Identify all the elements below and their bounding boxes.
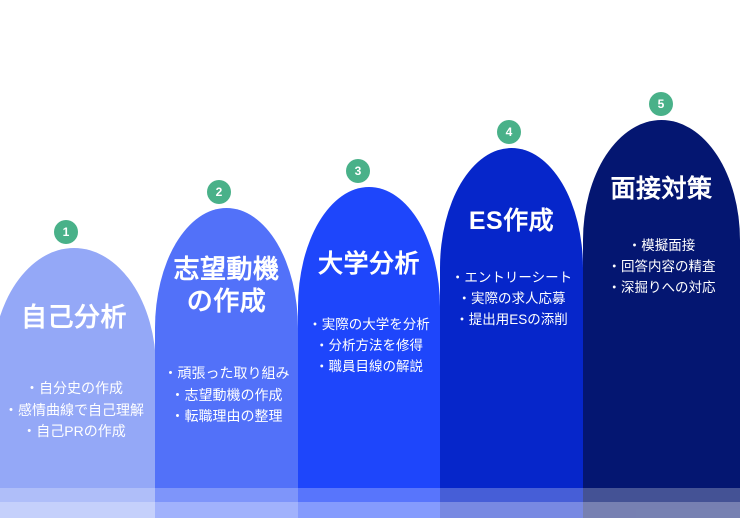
step-list-2: ・頑張った取り組み ・志望動機の作成 ・転職理由の整理 [159,363,294,428]
step-badge-1: 1 [54,220,78,244]
step-list-5: ・模擬面接 ・回答内容の精査 ・深掘りへの対応 [587,236,736,299]
list-item: ・深掘りへの対応 [607,279,716,295]
step-column-1[interactable]: 1 自己分析 ・自分史の作成 ・感情曲線で自己理解 ・自己PRの作成 [0,220,156,518]
step-column-4[interactable]: 4 ES作成 ・エントリーシート ・実際の求人応募 ・提出用ESの添削 [440,120,583,518]
step-list-3: ・実際の大学を分析 ・分析方法を修得 ・職員目線の解説 [302,315,436,378]
step-list-wrap-2: ・頑張った取り組み ・志望動機の作成 ・転職理由の整理 [155,363,298,428]
step-list-4: ・エントリーシート ・実際の求人応募 ・提出用ESの添削 [444,268,579,331]
list-item: ・分析方法を修得 [315,337,423,353]
step-shape-5 [583,120,740,518]
step-shape-1 [0,248,156,518]
step-shape-3 [298,187,440,518]
list-item: ・エントリーシート [450,270,573,285]
step-badge-3: 3 [346,159,370,183]
step-content-4: ES作成 [440,206,583,237]
list-item: ・志望動機の作成 [170,386,283,403]
list-item: ・転職理由の整理 [170,408,283,425]
step-title-4: ES作成 [468,207,555,235]
step-column-3[interactable]: 3 大学分析 ・実際の大学を分析 ・分析方法を修得 ・職員目線の解説 [298,159,440,518]
step-list-wrap-5: ・模擬面接 ・回答内容の精査 ・深掘りへの対応 [583,236,740,299]
step-badge-4: 4 [497,120,521,144]
list-item: ・模擬面接 [627,238,696,253]
step-title-1: 自己分析 [20,302,127,332]
step-list-wrap-4: ・エントリーシート ・実際の求人応募 ・提出用ESの添削 [440,268,583,331]
step-content-3: 大学分析 [298,249,440,280]
step-badge-2: 2 [207,180,231,204]
step-shape-4 [440,148,583,518]
step-shape-2 [155,208,298,518]
list-item: ・実際の大学を分析 [308,317,430,332]
step-column-2[interactable]: 2 志望動機 の作成 ・頑張った取り組み ・志望動機の作成 ・転職理由の整理 [155,180,298,518]
list-item: ・自分史の作成 [25,380,123,396]
list-item: ・感情曲線で自己理解 [4,401,144,418]
step-content-2: 志望動機 の作成 [155,254,298,317]
step-content-1: 自己分析 [0,302,156,334]
step-title-2: 志望動機 の作成 [173,254,280,316]
list-item: ・頑張った取り組み [163,365,290,381]
list-item: ・実際の求人応募 [457,290,566,306]
step-list-1: ・自分史の作成 ・感情曲線で自己理解 ・自己PRの作成 [0,378,152,443]
list-item: ・提出用ESの添削 [455,311,568,327]
step-list-wrap-1: ・自分史の作成 ・感情曲線で自己理解 ・自己PRの作成 [0,378,156,443]
step-title-5: 面接対策 [610,175,713,203]
step-badge-5: 5 [649,92,673,116]
step-title-3: 大学分析 [317,250,420,278]
list-item: ・自己PRの作成 [22,423,126,440]
step-column-5[interactable]: 5 面接対策 ・模擬面接 ・回答内容の精査 ・深掘りへの対応 [583,92,740,518]
list-item: ・職員目線の解説 [315,358,423,374]
step-list-wrap-3: ・実際の大学を分析 ・分析方法を修得 ・職員目線の解説 [298,315,440,378]
list-item: ・回答内容の精査 [607,258,716,274]
step-content-5: 面接対策 [583,174,740,205]
